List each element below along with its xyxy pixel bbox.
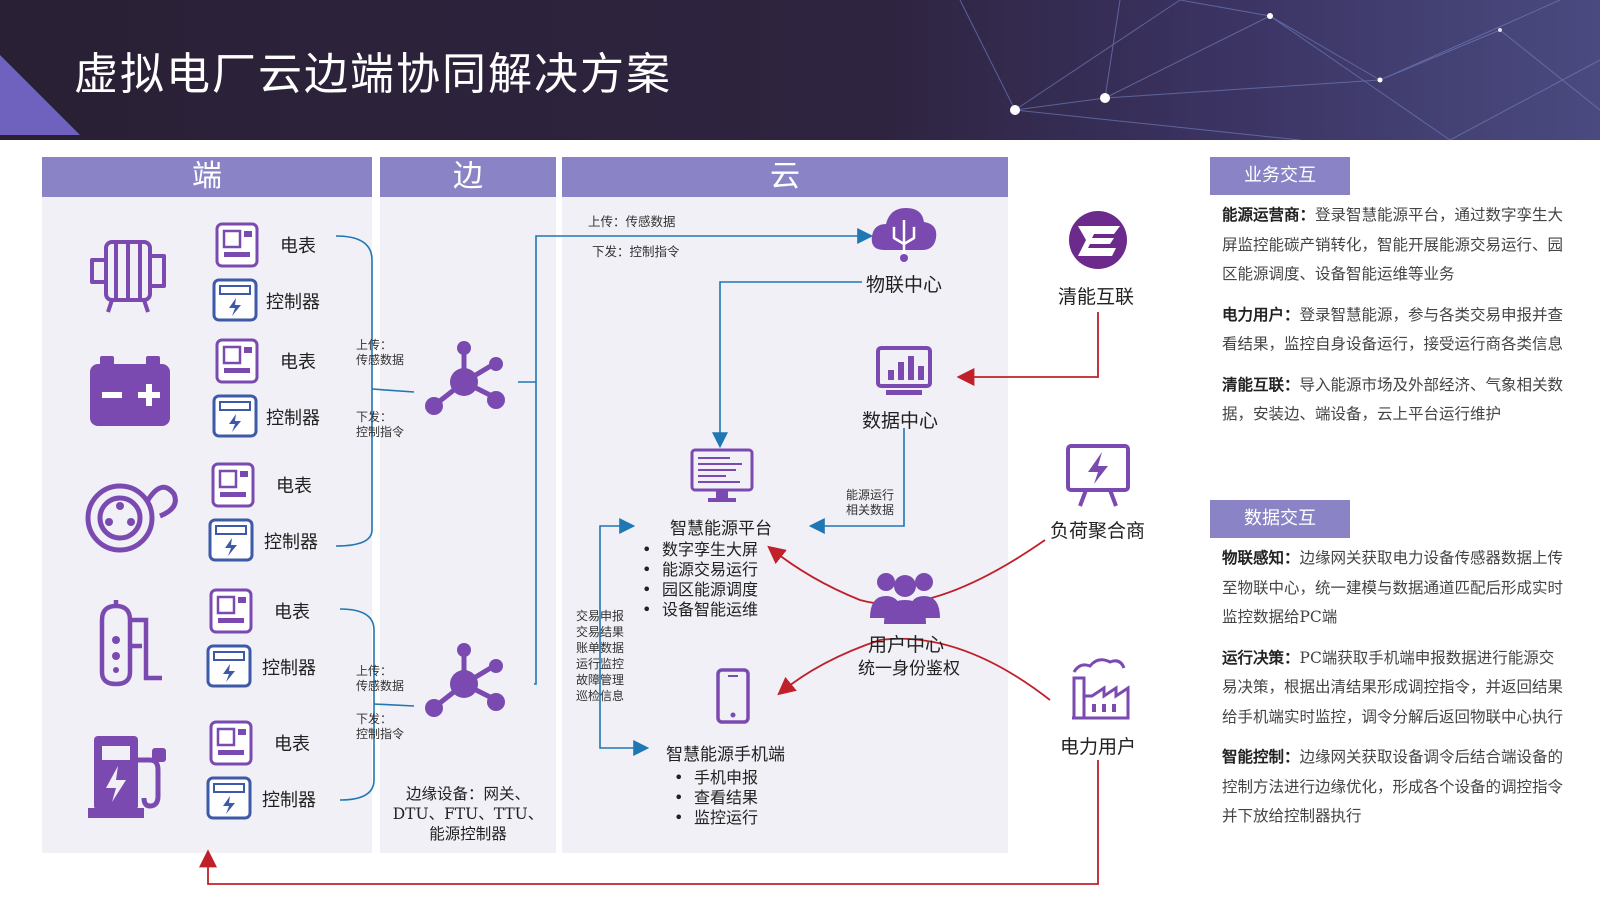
- para-body: 登录智慧能源平台，通过数字孪生大屏监控能碳产销转化，智能开展能源交易运行、园区能…: [1222, 206, 1564, 283]
- data-center-label: 数据中心: [862, 410, 939, 432]
- business-para: 清能互联：导入能源市场及外部经济、气象相关数据，安装边、端设备，云上平台运行维护: [1222, 370, 1567, 430]
- transaction-data-list: 交易申报 交易结果 账单数据 运行监控 故障管理 巡检信息: [576, 609, 625, 703]
- meter-label: 电表: [274, 734, 310, 755]
- platform-feature: 数字孪生大屏: [642, 540, 758, 560]
- edge-device-caption: 边缘设备：网关、 DTU、FTU、TTU、 能源控制器: [392, 785, 544, 843]
- controller-label: 控制器: [266, 292, 320, 313]
- mobile-feature: 监控运行: [674, 808, 758, 828]
- para-key: 物联感知：: [1222, 548, 1300, 567]
- data-para: 物联感知：边缘网关获取电力设备传感器数据上传至物联中心，统一建模与数据通道匹配后…: [1222, 543, 1567, 633]
- edge-upload-label-top: 上传： 传感数据: [356, 338, 405, 367]
- controller-icon: [212, 394, 258, 438]
- user-auth-label: 统一身份鉴权: [858, 659, 960, 679]
- controller-label: 控制器: [266, 408, 320, 429]
- business-para: 电力用户：登录智慧能源，参与各类交易申报并查看结果，监控自身设备运行，接受运行商…: [1222, 300, 1567, 360]
- page-title: 虚拟电厂云边端协同解决方案: [74, 49, 672, 100]
- para-body: 边缘网关获取电力设备传感器数据上传至物联中心，统一建模与数据通道匹配后形成实时监…: [1222, 549, 1564, 626]
- meter-label: 电表: [274, 602, 310, 623]
- controller-icon: [208, 518, 254, 562]
- qingneng-label: 清能互联: [1058, 286, 1135, 308]
- para-body: PC端获取手机端申报数据进行能源交易决策，根据出清结果形成调控指令，并返回结果给…: [1222, 648, 1564, 726]
- para-body: 登录智慧能源，参与各类交易申报并查看结果，监控自身设备运行，接受运行商各类信息: [1222, 305, 1564, 354]
- smartphone-icon: [716, 668, 750, 724]
- generator-icon: [90, 240, 166, 313]
- mobile-feature: 查看结果: [674, 788, 758, 808]
- controller-icon: [212, 278, 258, 322]
- para-key: 智能控制：: [1222, 747, 1300, 766]
- monitor-icon: [690, 448, 754, 502]
- boiler-icon: [99, 600, 162, 687]
- data-interaction-heading: 数据交互: [1210, 500, 1350, 538]
- battery-icon: [90, 356, 170, 426]
- gateway-hub-icon: [425, 643, 505, 717]
- para-key: 运行决策：: [1222, 647, 1300, 667]
- platform-feature: 设备智能运维: [642, 600, 758, 620]
- meter-label: 电表: [276, 476, 312, 497]
- aggregator-board-icon: [1066, 444, 1130, 507]
- cloud-download-label: 下发：控制指令: [592, 244, 680, 259]
- iot-center-label: 物联中心: [866, 274, 943, 296]
- user-center-label: 用户中心: [868, 634, 945, 656]
- controller-label: 控制器: [262, 658, 316, 679]
- para-body: 边缘网关获取设备调令后结合端设备的控制方法进行边缘优化，形成各个设备的调控指令并…: [1222, 748, 1564, 825]
- data-center-icon: [876, 346, 932, 395]
- cloud-upload-label: 上传：传感数据: [588, 214, 676, 229]
- edge-panel: [380, 157, 556, 853]
- platform-name: 智慧能源平台: [670, 519, 772, 539]
- para-key: 清能互联：: [1222, 374, 1300, 394]
- energy-ops-data-label: 能源运行 相关数据: [846, 488, 895, 517]
- column-header-edge: 边: [380, 157, 556, 197]
- iot-cloud-icon: [871, 208, 937, 262]
- data-para: 智能控制：边缘网关获取设备调令后结合端设备的控制方法进行边缘优化，形成各个设备的…: [1222, 742, 1567, 832]
- para-key: 能源运营商：: [1222, 205, 1316, 224]
- column-header-end: 端: [42, 157, 372, 197]
- header-banner: 虚拟电厂云边端协同解决方案: [0, 0, 1600, 140]
- gateway-hub-icon: [425, 341, 505, 415]
- controller-label: 控制器: [262, 790, 316, 811]
- cloud-panel: [562, 157, 1008, 853]
- business-interaction-text: 能源运营商：登录智慧能源平台，通过数字孪生大屏监控能碳产销转化，智能开展能源交易…: [1222, 200, 1567, 430]
- platform-feature-list: 数字孪生大屏 能源交易运行 园区能源调度 设备智能运维: [642, 540, 758, 620]
- reel-icon: [85, 483, 178, 553]
- aggregator-label: 负荷聚合商: [1050, 520, 1146, 542]
- business-para: 能源运营商：登录智慧能源平台，通过数字孪生大屏监控能碳产销转化，智能开展能源交易…: [1222, 200, 1567, 290]
- power-user-label: 电力用户: [1060, 736, 1137, 758]
- meter-icon: [215, 222, 259, 268]
- platform-feature: 园区能源调度: [642, 580, 758, 600]
- network-art: [0, 0, 1600, 140]
- ev-charger-icon: [88, 736, 166, 818]
- edge-download-label-top: 下发： 控制指令: [356, 410, 405, 439]
- users-group-icon: [870, 573, 940, 624]
- platform-feature: 能源交易运行: [642, 560, 758, 580]
- edge-download-label-bottom: 下发： 控制指令: [356, 712, 405, 741]
- data-para: 运行决策：PC端获取手机端申报数据进行能源交易决策，根据出清结果形成调控指令，并…: [1222, 643, 1567, 733]
- controller-icon: [206, 776, 252, 820]
- mobile-name: 智慧能源手机端: [666, 745, 785, 765]
- meter-label: 电表: [280, 352, 316, 373]
- data-interaction-text: 物联感知：边缘网关获取电力设备传感器数据上传至物联中心，统一建模与数据通道匹配后…: [1222, 543, 1567, 832]
- meter-label: 电表: [280, 236, 316, 257]
- mobile-feature: 手机申报: [674, 768, 758, 788]
- column-header-cloud: 云: [562, 157, 1008, 197]
- factory-icon: [1072, 658, 1130, 720]
- controller-label: 控制器: [264, 532, 318, 553]
- para-key: 电力用户：: [1222, 304, 1300, 324]
- meter-icon: [211, 462, 255, 508]
- mobile-feature-list: 手机申报 查看结果 监控运行: [674, 768, 758, 828]
- controller-icon: [206, 644, 252, 688]
- meter-icon: [209, 720, 253, 766]
- qingneng-logo-icon: [1069, 211, 1127, 269]
- meter-icon: [209, 588, 253, 634]
- meter-icon: [215, 338, 259, 384]
- para-body: 导入能源市场及外部经济、气象相关数据，安装边、端设备，云上平台运行维护: [1222, 375, 1564, 424]
- edge-upload-label-bottom: 上传： 传感数据: [356, 664, 405, 693]
- business-interaction-heading: 业务交互: [1210, 157, 1350, 195]
